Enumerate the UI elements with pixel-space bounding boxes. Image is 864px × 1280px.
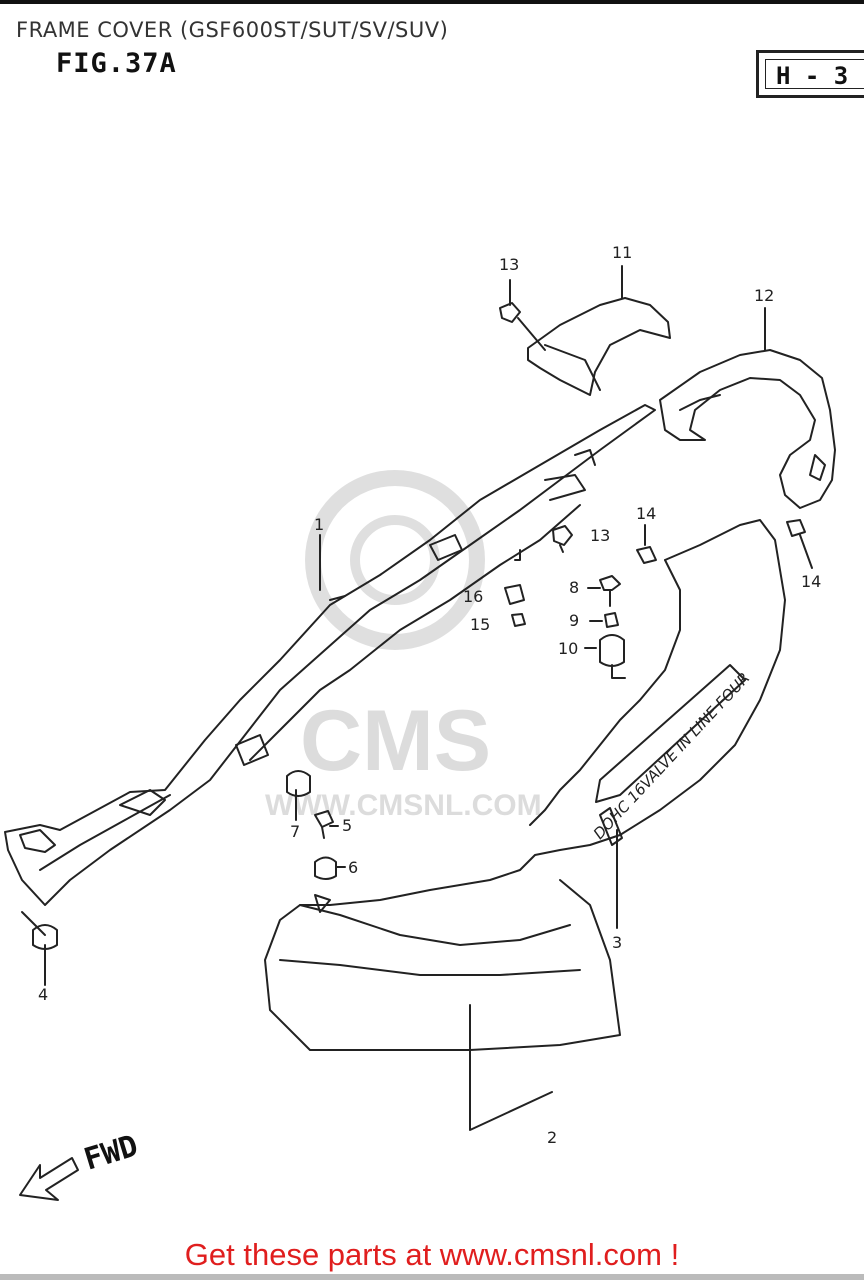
callout-6: 6 [348, 858, 358, 877]
fwd-label: FWD [80, 1128, 142, 1177]
callout-8: 8 [569, 578, 579, 597]
section-code: H - 3 [765, 59, 864, 90]
part-8-screw [599, 575, 621, 607]
leader-10b [611, 664, 626, 679]
hardware-parts [32, 302, 806, 950]
callout-9: 9 [569, 611, 579, 630]
callout-labels: 1 2 3 4 5 6 7 8 9 10 11 12 13 13 14 14 1… [38, 243, 821, 1147]
leader-4 [21, 911, 46, 986]
part-15-screw [511, 613, 526, 627]
callout-3: 3 [612, 933, 622, 952]
part-5-screw [314, 810, 334, 839]
part-4-grommet [32, 924, 58, 950]
callout-10: 10 [558, 639, 578, 658]
part-14b-clip [786, 519, 806, 537]
part-10-cushion [599, 634, 625, 667]
leader-8-9-10 [584, 587, 603, 649]
watermark: CMS WWW.CMSNL.COM [265, 470, 542, 822]
part-13a-bolt [499, 302, 521, 323]
watermark-url: WWW.CMSNL.COM [265, 789, 542, 822]
bottom-rule [0, 1274, 864, 1280]
part-7-cushion [286, 770, 311, 797]
leader-13a [509, 279, 546, 351]
part-1-frame-cover [4, 404, 656, 906]
watermark-logo-inner [350, 515, 440, 605]
top-rule [0, 0, 864, 4]
callout-14-right: 14 [801, 572, 821, 591]
part-12-tail-piece [659, 349, 836, 509]
callout-2: 2 [547, 1128, 557, 1147]
callout-4: 4 [38, 985, 48, 1004]
decal-text: DOHC 16VALVE IN LINE FOUR [590, 669, 754, 843]
watermark-logo-ring [305, 470, 485, 650]
callout-5: 5 [342, 816, 352, 835]
callout-1: 1 [314, 515, 324, 534]
callout-12: 12 [754, 286, 774, 305]
part-13b-bolt [552, 525, 573, 553]
callout-16: 16 [463, 587, 483, 606]
part-9-nut [604, 612, 619, 628]
callout-13-top: 13 [499, 255, 519, 274]
footer-link-text[interactable]: Get these parts at www.cmsnl.com ! [184, 1237, 680, 1272]
callout-15: 15 [470, 615, 490, 634]
callout-11: 11 [612, 243, 632, 262]
callout-14-upper: 14 [636, 504, 656, 523]
leader-2 [469, 1004, 553, 1131]
figure-label: FIG.37A [56, 48, 177, 79]
leader-16b [514, 549, 521, 561]
part-14a-clip [636, 546, 657, 564]
fwd-arrow-icon [19, 1157, 79, 1201]
leader-14b [799, 534, 813, 569]
part-11-tail-cover [527, 297, 671, 396]
part-3-side-cover [264, 519, 786, 1051]
callout-13-right: 13 [590, 526, 610, 545]
page-title: FRAME COVER (GSF600ST/SUT/SV/SUV) [16, 18, 449, 42]
part-16-nut [504, 584, 525, 605]
section-code-box: H - 3 [756, 50, 864, 98]
watermark-brand: CMS [300, 693, 491, 789]
callout-7: 7 [290, 822, 300, 841]
part-6-grommet [314, 856, 337, 880]
